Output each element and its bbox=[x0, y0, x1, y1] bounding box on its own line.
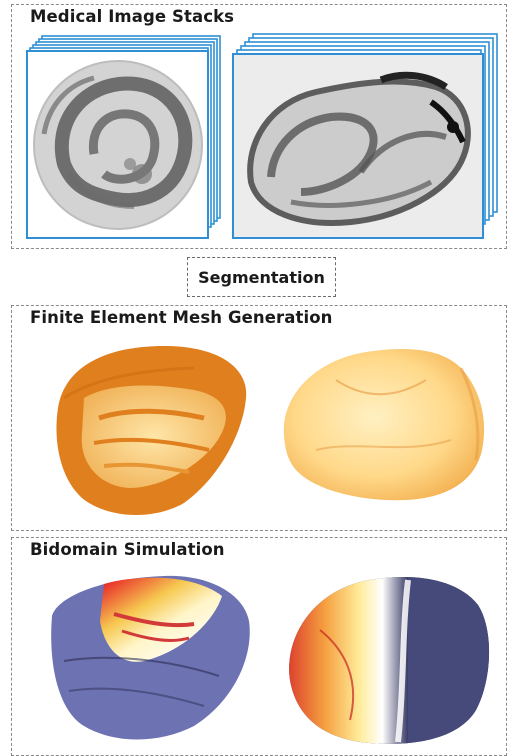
panel-title-bidomain-simulation: Bidomain Simulation bbox=[30, 540, 225, 559]
panel-title-image-stacks: Medical Image Stacks bbox=[30, 7, 234, 26]
panel-title-mesh-generation: Finite Element Mesh Generation bbox=[30, 308, 333, 327]
cut-heart-mesh bbox=[44, 338, 254, 520]
whole-heart-simulation bbox=[280, 570, 494, 748]
segmentation-label: Segmentation bbox=[198, 268, 325, 287]
segmentation-step: Segmentation bbox=[187, 257, 336, 297]
cut-heart-simulation bbox=[44, 566, 256, 746]
long-axis-image-stack bbox=[231, 32, 503, 244]
short-axis-image-stack bbox=[24, 34, 224, 242]
whole-heart-mesh bbox=[276, 340, 492, 502]
